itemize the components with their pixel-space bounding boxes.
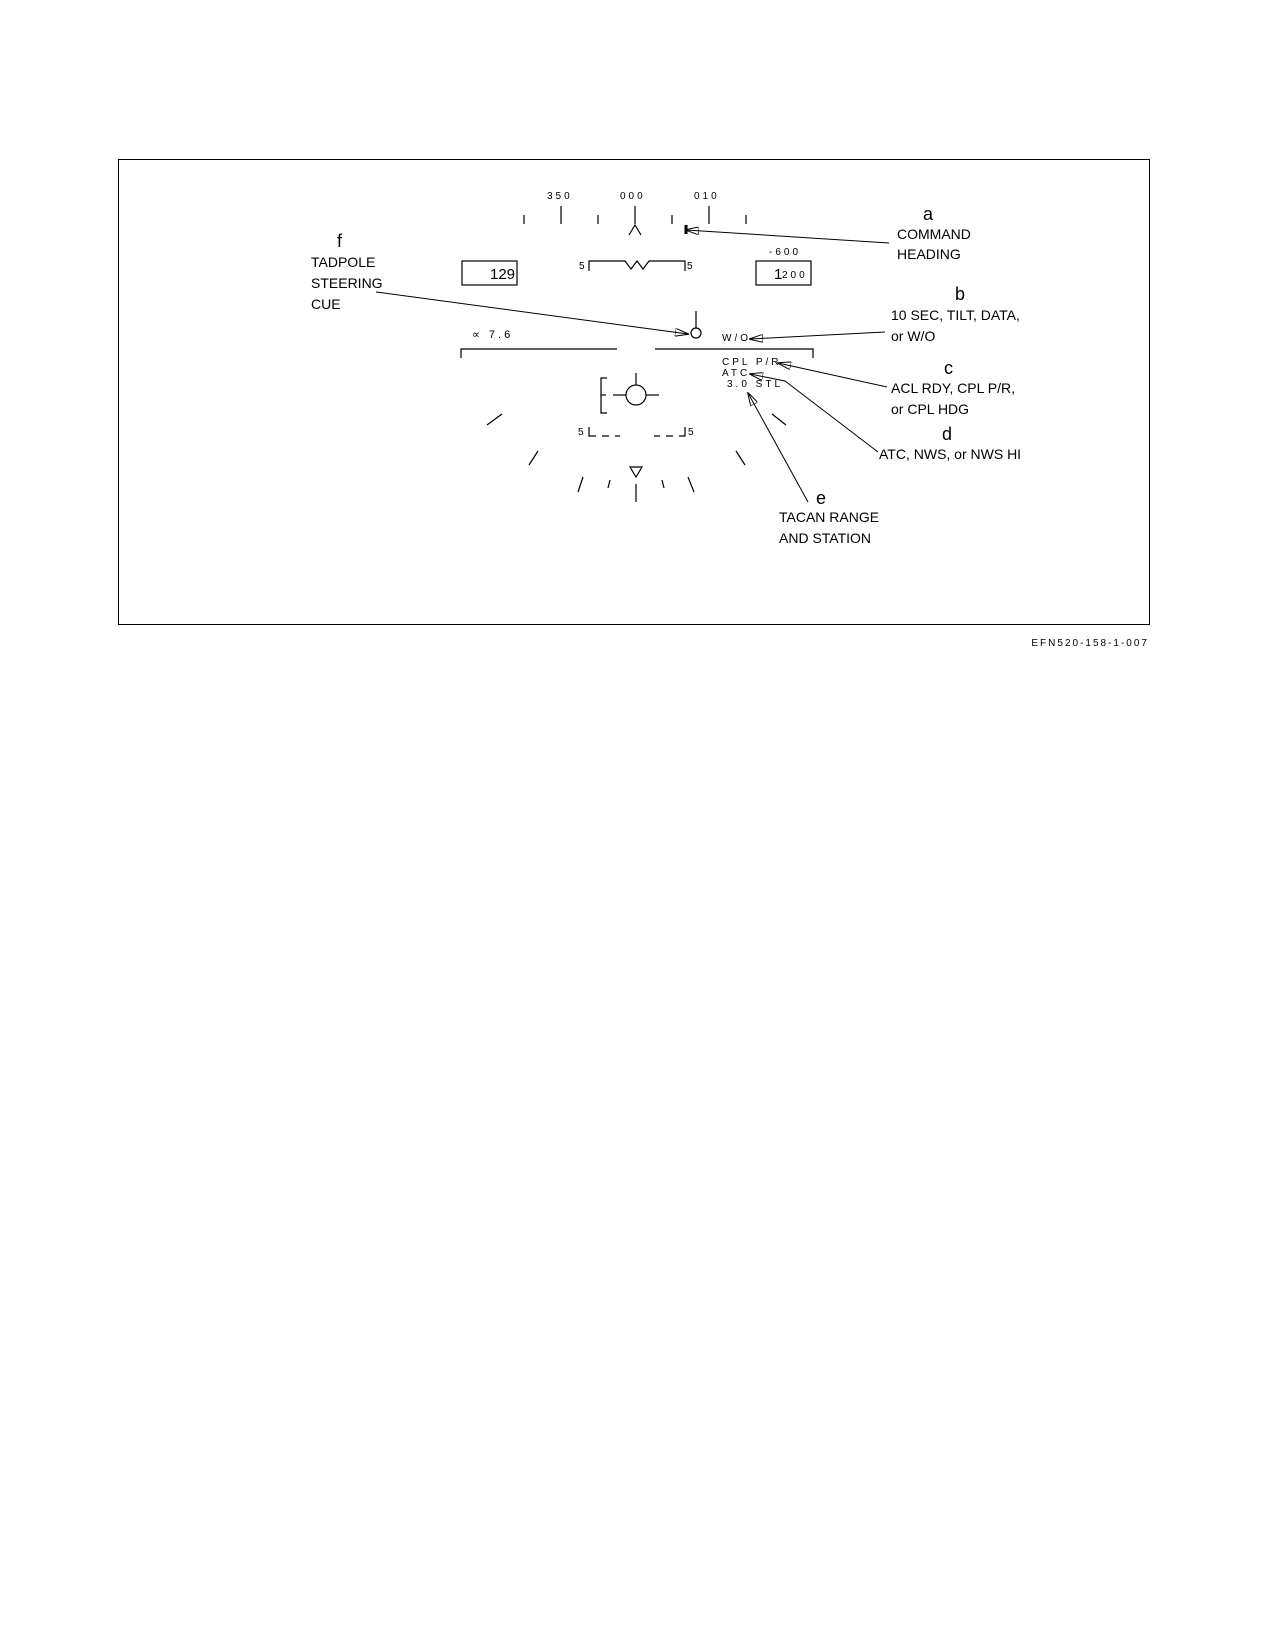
tadpole-steering-cue [690, 311, 702, 339]
velocity-vector [613, 373, 659, 406]
leader-line-d [750, 374, 879, 453]
callout-b-line1: 10 SEC, TILT, DATA, [891, 307, 1020, 323]
leader-line-f [375, 291, 688, 334]
bank-pointer [628, 466, 644, 479]
vertical-velocity-value: -600 [769, 247, 802, 258]
callout-e-line1: TACAN RANGE [779, 509, 880, 525]
callout-c-line2: or CPL HDG [891, 401, 970, 417]
callout-c-line1: ACL RDY, CPL P/R, [891, 380, 1015, 396]
status-atc: ATC [722, 368, 751, 379]
bank-angle-ticks [486, 413, 787, 502]
horizon-bar-left [460, 348, 617, 358]
callout-a-letter: a [923, 204, 934, 224]
hud-diagram [375, 206, 890, 503]
callout-e-line2: AND STATION [779, 530, 872, 546]
bank-scale-left-label: 5 [579, 261, 588, 272]
pitch-ladder-right-label: 5 [688, 427, 697, 438]
callout-f-line3: CUE [311, 296, 341, 312]
callout-f-letter: f [337, 231, 343, 251]
callout-b-letter: b [955, 284, 966, 304]
heading-000-label: 000 [620, 191, 646, 202]
callout-a-line1: COMMAND [897, 226, 971, 242]
callout-f-line1: TADPOLE [311, 254, 376, 270]
callout-b-line2: or W/O [891, 328, 936, 344]
pitch-ladder-right [654, 427, 686, 437]
heading-010-label: 010 [694, 191, 720, 202]
pitch-ladder-left [588, 427, 620, 437]
bank-scale-right-label: 5 [687, 261, 696, 272]
leader-line-b [750, 331, 886, 339]
callout-e-letter: e [816, 488, 827, 508]
airspeed-value: 129 [490, 266, 516, 283]
altitude-value-hundreds: 200 [782, 270, 808, 281]
pitch-ladder-left-label: 5 [578, 427, 587, 438]
heading-350-label: 350 [547, 191, 573, 202]
callout-a-line2: HEADING [897, 246, 961, 262]
leader-line-c [778, 363, 888, 388]
callout-d-line1: ATC, NWS, or NWS HI [879, 446, 1022, 462]
leader-line-a [686, 230, 890, 244]
airspeed-box [461, 260, 518, 286]
status-wo: W/O [722, 333, 751, 344]
altitude-value-thousands: 1 [774, 266, 783, 283]
heading-caret [628, 223, 642, 236]
leader-line-e [748, 393, 809, 503]
bank-scale [588, 260, 686, 271]
horizon-bar-right [655, 348, 814, 358]
altitude-box [755, 260, 812, 286]
status-tacan: 3.0 STL [727, 379, 784, 390]
callout-f-line2: STEERING [311, 275, 383, 291]
callout-c-letter: c [944, 358, 953, 378]
figure-id: EFN520-158-1-007 [1031, 638, 1149, 649]
figure-frame [118, 159, 1150, 625]
aoa-readout: ∝ 7.6 [472, 329, 514, 341]
callout-d-letter: d [942, 424, 953, 444]
heading-tape-ticks [523, 206, 747, 224]
status-cpl-pr: CPL P/R [722, 357, 782, 368]
